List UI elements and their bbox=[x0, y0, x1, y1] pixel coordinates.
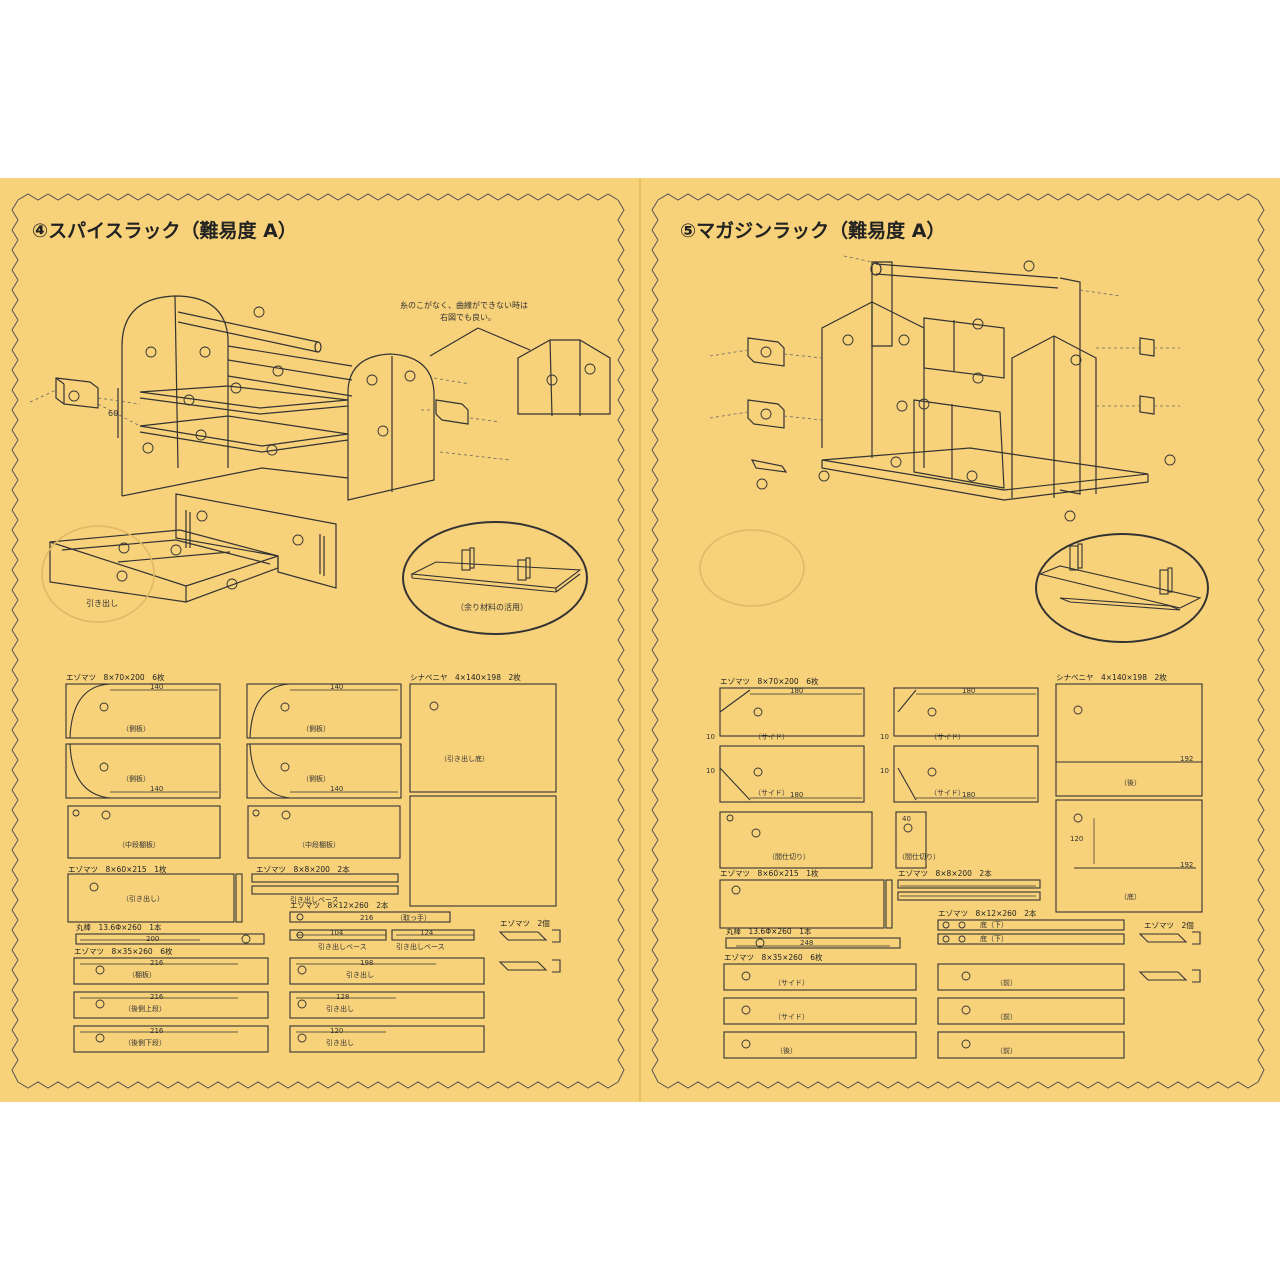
material-list-5: 丸棒 13.6Φ×260 1本 bbox=[76, 923, 162, 932]
dim-180-d: 180 bbox=[962, 791, 976, 799]
pull-label-b: 引き出し bbox=[326, 1005, 354, 1013]
drawer-caption: 引き出し bbox=[86, 599, 118, 608]
side-label-e: （サイド） bbox=[774, 979, 809, 987]
document-sheet: ④スパイスラック（難易度 A） 糸のこがなく、曲線ができない時は 右図でも良い。… bbox=[0, 178, 1280, 1102]
dim-140-b: 140 bbox=[330, 683, 344, 691]
side-board-label-a: （側板） bbox=[122, 725, 150, 733]
dim-10-b: 10 bbox=[706, 767, 715, 775]
bottom-bar-label-a: 底（下） bbox=[980, 921, 1008, 929]
side-label-a: （サイド） bbox=[754, 733, 789, 741]
drawer-base-label-c: 引き出しベース bbox=[396, 943, 445, 951]
back-upper-label: （後側上段） bbox=[124, 1005, 166, 1013]
middle-shelf-label-b: （中段棚板） bbox=[298, 841, 340, 849]
material-list-8: エゾマツ 2個 bbox=[500, 919, 550, 928]
material-list-5: 丸棒 13.6Φ×260 1本 bbox=[726, 927, 812, 936]
dim-10-c: 10 bbox=[880, 733, 889, 741]
pull-label-a: 引き出し bbox=[346, 971, 374, 979]
dimension-60: 60 bbox=[108, 409, 119, 418]
drawer-base-label-b: 引き出しベース bbox=[318, 943, 367, 951]
spice-rack-drawings bbox=[11, 193, 625, 1089]
dim-198: 198 bbox=[360, 959, 374, 967]
material-list-2: シナベニヤ 4×140×198 2枚 bbox=[410, 673, 521, 682]
front-label-c: （前） bbox=[996, 1047, 1017, 1055]
dim-216-c: 216 bbox=[150, 1027, 164, 1035]
back-label: （後） bbox=[1120, 779, 1141, 787]
dim-248: 248 bbox=[800, 939, 814, 947]
dim-180-a: 180 bbox=[790, 687, 804, 695]
partition-label-b: （間仕切り） bbox=[898, 853, 940, 861]
back-lower-label: （後側下段） bbox=[124, 1039, 166, 1047]
front-label-b: （前） bbox=[996, 1013, 1017, 1021]
drawer-front-label: （引き出し） bbox=[122, 895, 164, 903]
side-board-label-d: （側板） bbox=[302, 775, 330, 783]
dim-10-d: 10 bbox=[880, 767, 889, 775]
handle-label: （取っ手） bbox=[396, 914, 431, 922]
shelf-board-label: （棚板） bbox=[128, 971, 156, 979]
dim-192-b: 192 bbox=[1180, 861, 1194, 869]
dim-140-d: 140 bbox=[330, 785, 344, 793]
dim-128: 128 bbox=[336, 993, 350, 1001]
page-title: ⑤マガジンラック（難易度 A） bbox=[680, 220, 946, 242]
drawer-base-label-a: 引き出しベース bbox=[290, 896, 339, 904]
dim-216-handle: 216 bbox=[360, 914, 374, 922]
back-label-b: （後） bbox=[776, 1047, 797, 1055]
material-list-2: シナベニヤ 4×140×198 2枚 bbox=[1056, 673, 1167, 682]
side-label-b: （サイド） bbox=[930, 733, 965, 741]
side-board-label-b: （側板） bbox=[302, 725, 330, 733]
material-list-7: エゾマツ 8×35×260 6枚 bbox=[724, 953, 823, 962]
magazine-rack-page: ⑤マガジンラック（難易度 A） エゾマツ 8×70×200 6枚 シナベニヤ 4… bbox=[640, 178, 1280, 1102]
material-list-3: エゾマツ 8×60×215 1枚 bbox=[68, 865, 167, 874]
dim-216-b: 216 bbox=[150, 993, 164, 1001]
magazine-rack-drawings bbox=[651, 193, 1265, 1089]
material-list-3: エゾマツ 8×60×215 1枚 bbox=[720, 869, 819, 878]
dim-180-b: 180 bbox=[962, 687, 976, 695]
side-label-f: （サイド） bbox=[774, 1013, 809, 1021]
bottom-bar-label-b: 底（下） bbox=[980, 935, 1008, 943]
dim-140-a: 140 bbox=[150, 683, 164, 691]
dim-40: 40 bbox=[902, 815, 911, 823]
material-list-6: エゾマツ 8×12×260 2本 bbox=[290, 901, 389, 910]
inset-caption: （余り材料の活用） bbox=[456, 603, 528, 612]
dim-104: 104 bbox=[330, 929, 344, 937]
dim-216-a: 216 bbox=[150, 959, 164, 967]
dim-200: 200 bbox=[146, 935, 160, 943]
note-line-2: 右図でも良い。 bbox=[440, 313, 496, 322]
dim-120: 120 bbox=[330, 1027, 344, 1035]
page-fold bbox=[639, 178, 641, 1102]
material-list-6: エゾマツ 8×12×260 2本 bbox=[938, 909, 1037, 918]
dim-10-a: 10 bbox=[706, 733, 715, 741]
side-label-d: （サイド） bbox=[930, 789, 965, 797]
material-list-8: エゾマツ 2個 bbox=[1144, 921, 1194, 930]
material-list-4: エゾマツ 8×8×200 2本 bbox=[898, 869, 992, 878]
side-board-label-c: （側板） bbox=[122, 775, 150, 783]
dim-192-a: 192 bbox=[1180, 755, 1194, 763]
pull-label-c: 引き出し bbox=[326, 1039, 354, 1047]
dim-140-c: 140 bbox=[150, 785, 164, 793]
material-list-7: エゾマツ 8×35×260 6枚 bbox=[74, 947, 173, 956]
page-title: ④スパイスラック（難易度 A） bbox=[32, 220, 297, 242]
spice-rack-page: ④スパイスラック（難易度 A） 糸のこがなく、曲線ができない時は 右図でも良い。… bbox=[0, 178, 640, 1102]
note-line-1: 糸のこがなく、曲線ができない時は bbox=[400, 301, 528, 310]
front-label-a: （前） bbox=[996, 979, 1017, 987]
drawer-bottom-label: （引き出し底） bbox=[440, 755, 489, 763]
bottom-label: （底） bbox=[1120, 893, 1141, 901]
partition-label-a: （間仕切り） bbox=[768, 853, 810, 861]
dim-124: 124 bbox=[420, 929, 434, 937]
dim-120: 120 bbox=[1070, 835, 1084, 843]
material-list-1: エゾマツ 8×70×200 6枚 bbox=[720, 677, 819, 686]
material-list-1: エゾマツ 8×70×200 6枚 bbox=[66, 673, 165, 682]
side-label-c: （サイド） bbox=[754, 789, 789, 797]
dim-180-c: 180 bbox=[790, 791, 804, 799]
material-list-4: エゾマツ 8×8×200 2本 bbox=[256, 865, 350, 874]
middle-shelf-label-a: （中段棚板） bbox=[118, 841, 160, 849]
